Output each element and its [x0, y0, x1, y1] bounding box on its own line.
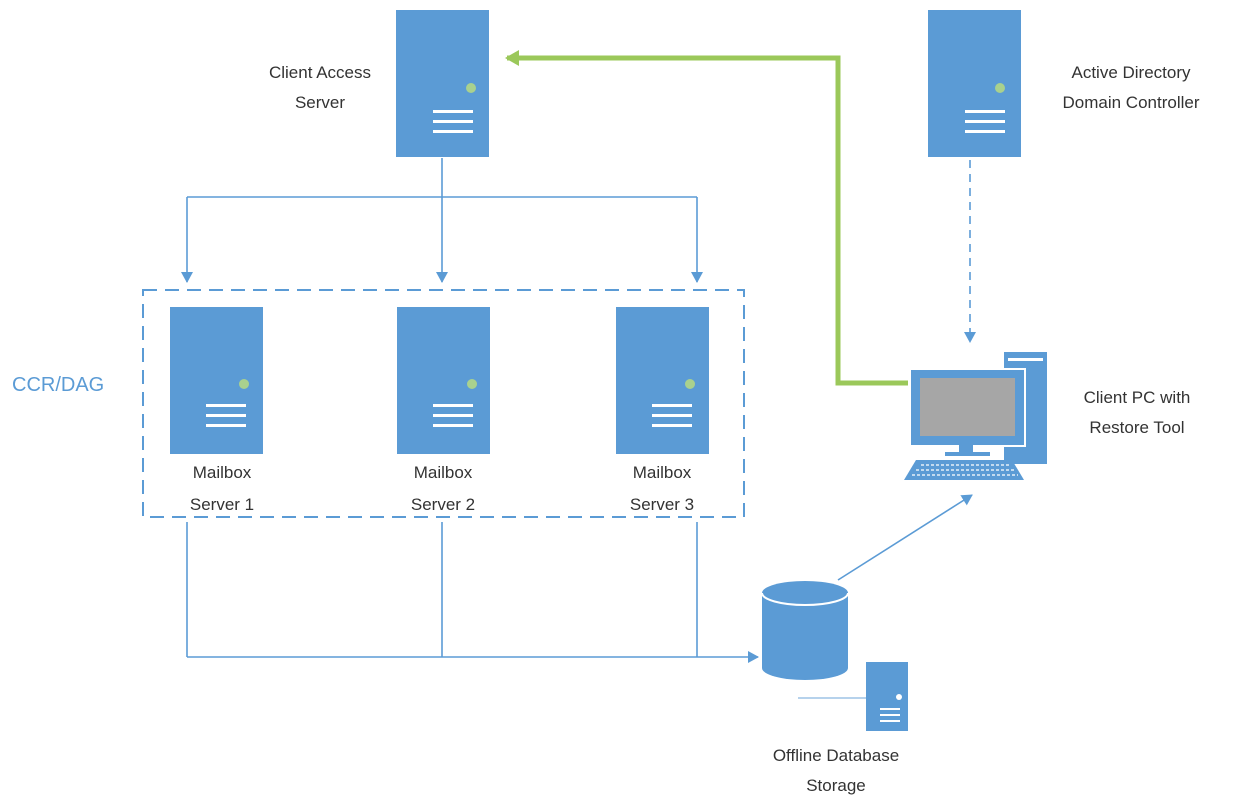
server-tower-icon: [170, 307, 263, 454]
mailbox-server-1: Mailbox Server 1: [170, 307, 263, 514]
mailbox-server-1-label-line2: Server 1: [190, 495, 254, 514]
client-access-server-label-line1: Client Access: [269, 63, 371, 82]
server-tower-icon: [928, 10, 1021, 157]
client-pc: Client PC with Restore Tool: [904, 352, 1190, 480]
mailbox-server-2-label-line1: Mailbox: [414, 463, 473, 482]
offline-storage-label-line1: Offline Database: [773, 746, 899, 765]
offline-storage-label-line2: Storage: [806, 776, 866, 795]
mailbox-server-3-label-line2: Server 3: [630, 495, 694, 514]
ccr-dag-group-boundary: [142, 289, 745, 518]
database-cylinder-icon: [761, 581, 849, 680]
mailbox-server-2-label-line2: Server 2: [411, 495, 475, 514]
client-pc-label-line2: Restore Tool: [1089, 418, 1184, 437]
server-tower-icon: [397, 307, 490, 454]
cas-to-mailbox-connectors: [181, 158, 703, 283]
client-access-server: Client Access Server: [269, 10, 489, 157]
mailbox-server-3: Mailbox Server 3: [616, 307, 709, 514]
desktop-pc-icon: [904, 352, 1047, 480]
mailbox-to-storage-connectors: [186, 522, 759, 663]
mailbox-server-3-label-line1: Mailbox: [633, 463, 692, 482]
active-directory-label-line2: Domain Controller: [1063, 93, 1200, 112]
active-directory-server: Active Directory Domain Controller: [928, 10, 1200, 157]
offline-database-storage: Offline Database Storage: [761, 581, 908, 795]
ccr-dag-group-label: CCR/DAG: [12, 374, 104, 396]
restore-path-connector: [505, 50, 908, 386]
mailbox-server-2: Mailbox Server 2: [397, 307, 490, 514]
storage-to-pc-connector: [837, 494, 973, 581]
server-tower-icon: [396, 10, 489, 157]
client-access-server-label-line2: Server: [295, 93, 345, 112]
server-tower-icon: [866, 662, 908, 731]
active-directory-label-line1: Active Directory: [1071, 63, 1191, 82]
server-tower-icon: [616, 307, 709, 454]
client-pc-label-line1: Client PC with: [1084, 388, 1191, 407]
mailbox-server-1-label-line1: Mailbox: [193, 463, 252, 482]
